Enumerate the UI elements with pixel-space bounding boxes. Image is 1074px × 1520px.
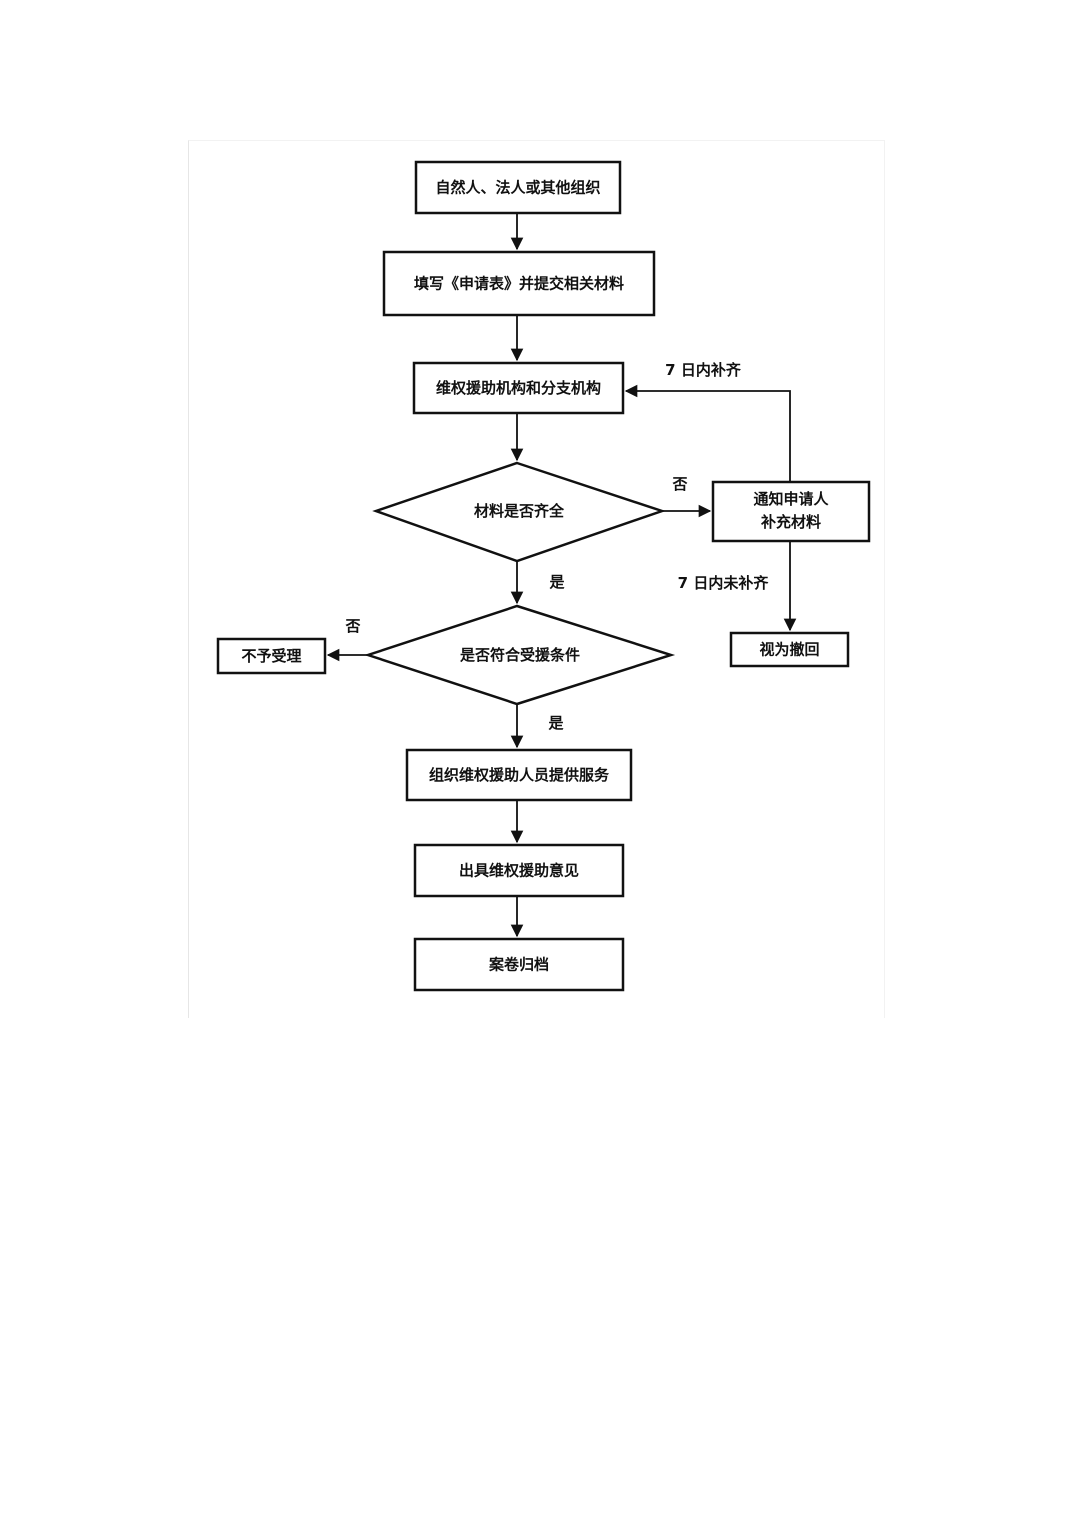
label-eligible-no: 否 — [344, 617, 360, 635]
node-organize-service-label: 组织维权援助人员提供服务 — [429, 766, 610, 784]
node-deemed-withdrawn: 视为撤回 — [729, 631, 850, 668]
edges — [326, 213, 797, 938]
node-archive: 案卷归档 — [413, 937, 625, 992]
node-not-accepted-label: 不予受理 — [241, 647, 301, 665]
node-fill-form: 填写《申请表》并提交相关材料 — [382, 250, 656, 317]
node-notify-applicant: 通知申请人 补充材料 — [711, 480, 871, 543]
node-materials-complete-label: 材料是否齐全 — [474, 502, 565, 520]
node-issue-opinion-label: 出具维权援助意见 — [459, 862, 579, 880]
node-archive-label: 案卷归档 — [488, 956, 549, 974]
node-deemed-withdrawn-label: 视为撤回 — [759, 641, 819, 659]
label-materials-no: 否 — [671, 475, 687, 493]
node-materials-complete: 材料是否齐全 — [372, 461, 666, 563]
node-notify-line2: 补充材料 — [760, 513, 821, 531]
edge-resupply-back — [624, 384, 791, 481]
label-not-resupplied-7days: 7 日内未补齐 — [678, 574, 770, 592]
node-notify-line1: 通知申请人 — [753, 490, 829, 508]
node-organize-service: 组织维权援助人员提供服务 — [405, 748, 633, 802]
edge-labels: 7 日内补齐 否 是 7 日内未补齐 否 是 — [344, 361, 769, 732]
node-not-accepted: 不予受理 — [216, 637, 327, 675]
node-applicant-label: 自然人、法人或其他组织 — [435, 179, 600, 197]
node-agency: 维权援助机构和分支机构 — [412, 361, 625, 415]
label-resupply-7days: 7 日内补齐 — [665, 361, 742, 379]
node-eligible-label: 是否符合受援条件 — [459, 646, 580, 664]
node-eligible: 是否符合受援条件 — [363, 604, 676, 706]
label-materials-yes: 是 — [548, 573, 565, 591]
node-fill-form-label: 填写《申请表》并提交相关材料 — [414, 275, 624, 293]
node-agency-label: 维权援助机构和分支机构 — [436, 379, 601, 397]
diagram-frame — [188, 140, 885, 1018]
label-eligible-yes: 是 — [547, 714, 564, 732]
node-issue-opinion: 出具维权援助意见 — [413, 843, 625, 898]
node-applicant: 自然人、法人或其他组织 — [414, 160, 622, 215]
